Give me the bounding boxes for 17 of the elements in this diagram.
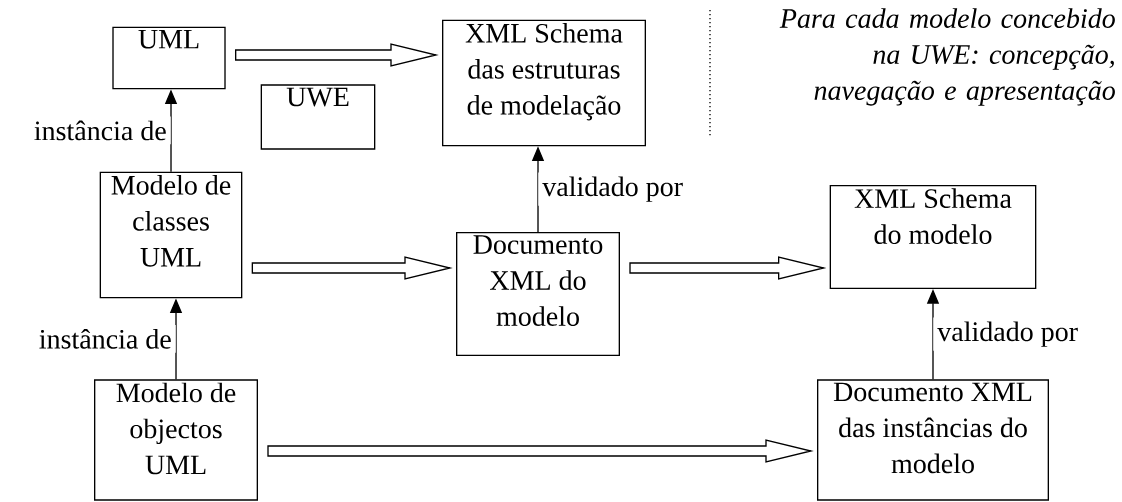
process-box: XML Schema das estruturas de modelação — [442, 19, 646, 147]
process-box: Documento XML do modelo — [456, 232, 620, 356]
process-box: Documento XML das instâncias do modelo — [817, 379, 1049, 501]
edge-label: validado por — [933, 317, 1082, 351]
block-arrow — [235, 43, 439, 67]
block-arrow — [251, 256, 453, 280]
process-box: UML — [112, 26, 226, 90]
process-box: Modelo de objectos UML — [94, 379, 258, 501]
edge-label: instância de — [34, 324, 176, 353]
process-box: XML Schema do modelo — [829, 185, 1037, 289]
edge-label: validado por — [538, 172, 687, 206]
process-box: UWE — [260, 84, 376, 150]
block-arrow — [267, 439, 814, 463]
block-arrow — [629, 256, 827, 280]
edge-label: instância de — [29, 116, 171, 145]
note-text: Para cada modelo concebido na UWE: concepção, navegação e apresentação — [779, 8, 1115, 106]
process-box: Modelo de classes UML — [99, 171, 243, 299]
